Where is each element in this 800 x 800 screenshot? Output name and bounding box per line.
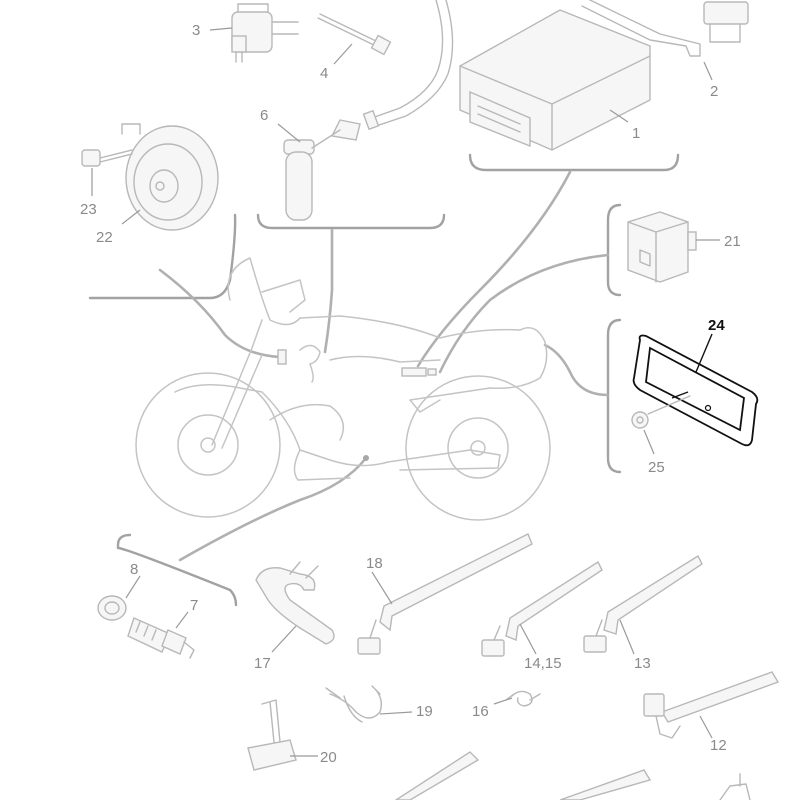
motorcycle-outline	[135, 257, 551, 521]
callout-12: 12	[710, 737, 727, 754]
part-2-bracket	[581, 0, 749, 57]
leader-plug-group	[323, 228, 334, 354]
callout-14-15: 14,15	[524, 655, 562, 672]
callout-1: 1	[632, 125, 640, 142]
leader-horn-group	[158, 268, 282, 359]
group-bracket-sensor	[116, 533, 238, 607]
callout-6: 6	[260, 107, 268, 124]
callout-19: 17	[254, 655, 271, 672]
part-8-washer	[97, 595, 127, 621]
part-1-ecu	[459, 9, 651, 151]
callout-16: 16	[472, 703, 489, 720]
part-3-relay-unit	[231, 3, 299, 63]
part-22-horn	[121, 123, 219, 231]
part-19-clamp	[255, 561, 335, 645]
callout-labels: 3 4 6 1 2 23 22 21 24 25 8 7 18 17 14,15…	[80, 22, 741, 766]
leader-relay-group	[438, 253, 610, 374]
group-bracket-top-left	[88, 213, 237, 300]
part-23-bolt	[81, 149, 133, 167]
part-24-reflector	[632, 334, 759, 447]
callout-21: 21	[724, 233, 741, 250]
callout-24: 24	[708, 317, 725, 334]
group-bracket-ecu	[468, 153, 680, 172]
part-17-clip	[325, 685, 383, 723]
callout-23: 23	[80, 201, 97, 218]
callout-13: 13	[634, 655, 651, 672]
part-4-bolt	[317, 13, 392, 56]
partial-parts-bottom	[394, 751, 751, 800]
callout-17: 19	[416, 703, 433, 720]
part-20-cable-tie	[357, 533, 533, 655]
part-14-15-cable-tie	[481, 560, 603, 657]
leader-ecu-group	[416, 170, 572, 368]
part-7-sensor	[127, 617, 195, 659]
callout-22: 22	[96, 229, 113, 246]
callout-2: 2	[710, 83, 718, 100]
callout-3: 3	[192, 22, 200, 39]
callout-25: 25	[648, 459, 665, 476]
callout-20: 18	[366, 555, 383, 572]
callout-18: 20	[320, 749, 337, 766]
callout-8: 8	[130, 561, 138, 578]
callout-7: 7	[190, 597, 198, 614]
part-25-nut	[631, 395, 691, 429]
part-6-spark-plug-cap	[283, 0, 454, 221]
callout-4: 4	[320, 65, 328, 82]
callout-leaders	[91, 27, 720, 757]
group-bracket-reflector	[606, 318, 622, 474]
part-18-holder	[247, 699, 297, 771]
leader-reflector-group	[543, 343, 610, 397]
part-12-cable-tie	[643, 671, 780, 739]
group-bracket-plug-cap	[256, 213, 446, 230]
leader-sensor-group	[178, 456, 368, 562]
group-bracket-relay	[606, 203, 622, 297]
part-13-cable-tie	[583, 554, 703, 653]
part-21-relay	[627, 211, 697, 283]
